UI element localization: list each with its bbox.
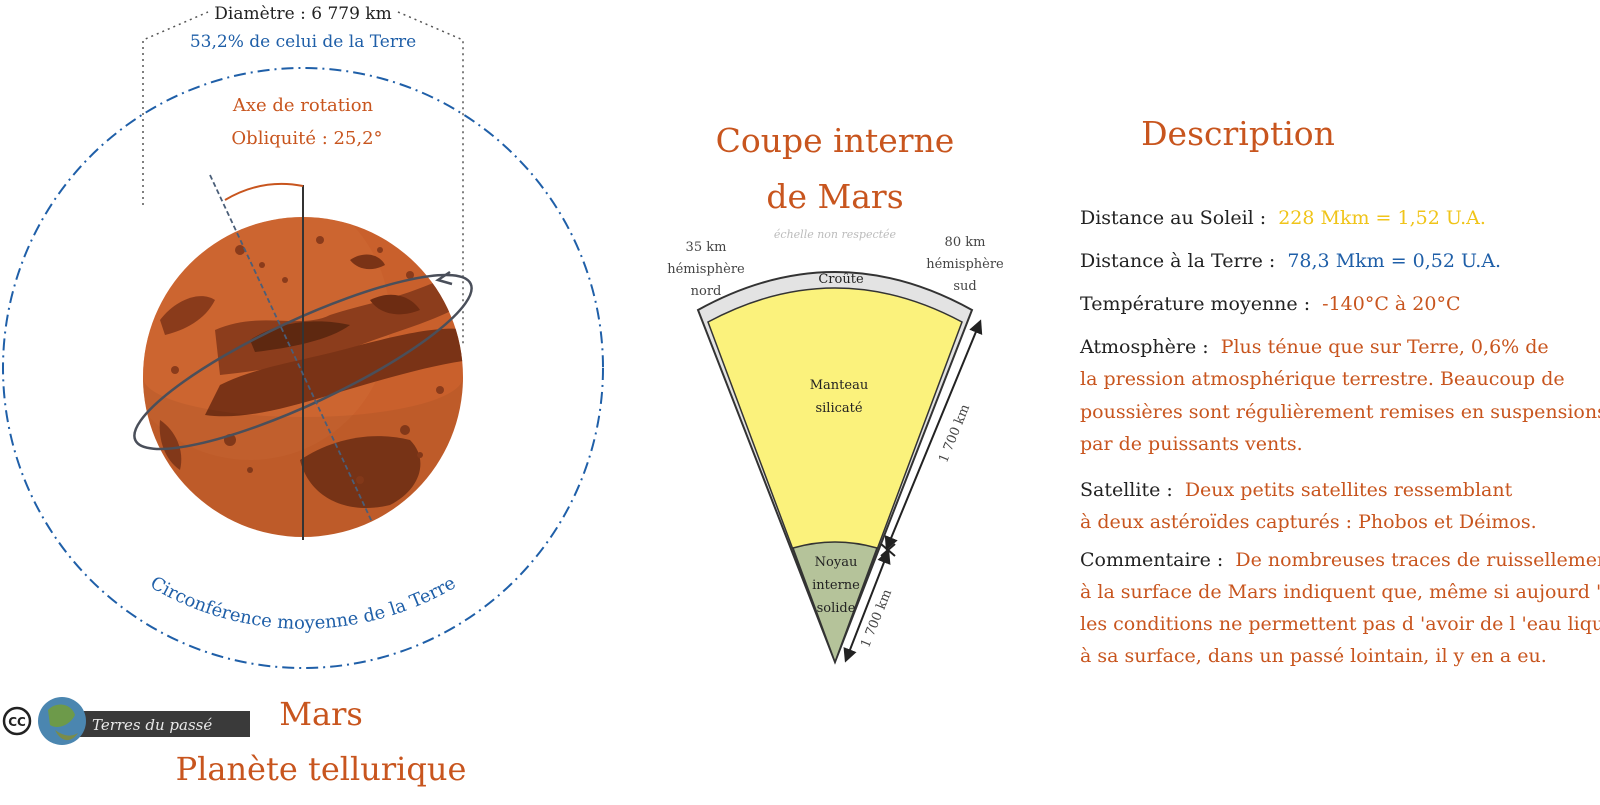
- earth-circumference-circle: [2, 67, 604, 669]
- comment-line2: à la surface de Mars indiquent que, même…: [1080, 581, 1600, 603]
- title-line2: Planète tellurique: [176, 750, 467, 788]
- south-name: sud: [953, 279, 976, 294]
- comment-line3: les conditions ne permettent pas d 'avoi…: [1080, 613, 1600, 635]
- distance-earth-row: Distance à la Terre : 78,3 Mkm = 0,52 U.…: [1080, 250, 1501, 272]
- distance-sun-row: Distance au Soleil : 228 Mkm = 1,52 U.A.: [1080, 207, 1486, 229]
- cc-label: CC: [8, 715, 26, 729]
- mantle-label-line2: silicaté: [815, 401, 862, 416]
- diameter-label: Diamètre : 6 779 km: [214, 4, 391, 24]
- south-hemi: hémisphère: [926, 257, 1004, 272]
- comment-row: Commentaire : De nombreuses traces de ru…: [1080, 549, 1600, 571]
- planet-diagram: Diamètre : 6 779 km 53,2% de celui de la…: [2, 4, 604, 669]
- core-dimension-arrow: [843, 549, 891, 663]
- core-label-line2: interne: [812, 578, 860, 593]
- core-dimension-label: 1 700 km: [858, 587, 895, 650]
- scale-note: échelle non respectée: [774, 228, 897, 241]
- atmosphere-line4: par de puissants vents.: [1080, 433, 1303, 455]
- diameter-ratio: 53,2% de celui de la Terre: [190, 32, 416, 52]
- atmosphere-row: Atmosphère : Plus ténue que sur Terre, 0…: [1079, 336, 1549, 358]
- north-name: nord: [691, 284, 722, 299]
- mars-globe: [143, 217, 463, 537]
- atmosphere-line2: la pression atmosphérique terrestre. Bea…: [1080, 368, 1565, 390]
- temperature-row: Température moyenne : -140°C à 20°C: [1080, 293, 1461, 315]
- mantle-dimension-label: 1 700 km: [936, 402, 973, 465]
- mantle-dimension-arrow: [884, 319, 983, 551]
- cc-icon: [2, 706, 32, 736]
- core-label-line1: Noyau: [815, 555, 858, 570]
- section-title-line2: de Mars: [766, 177, 903, 216]
- title-line1: Mars: [279, 695, 363, 733]
- north-hemi: hémisphère: [667, 262, 745, 277]
- satellite-line2: à deux astéroïdes capturés : Phobos et D…: [1080, 511, 1537, 533]
- diameter-bracket: [142, 11, 464, 345]
- logo-banner: [72, 711, 250, 737]
- axis-label: Axe de rotation: [232, 95, 374, 116]
- satellite-row: Satellite : Deux petits satellites resse…: [1080, 479, 1513, 501]
- obliquity-arc: [224, 182, 304, 201]
- north-depth: 35 km: [686, 240, 727, 255]
- comment-line4: à sa surface, dans un passé lointain, il…: [1080, 645, 1547, 667]
- mantle-label-line1: Manteau: [810, 378, 868, 393]
- section-title-line1: Coupe interne: [716, 121, 955, 160]
- logo: CC Terres du passé: [2, 697, 250, 745]
- description-panel: Description Distance au Soleil : 228 Mkm…: [1079, 114, 1600, 667]
- atmosphere-line3: poussières sont régulièrement remises en…: [1080, 401, 1600, 423]
- dimension-separator: [880, 543, 896, 557]
- description-title: Description: [1141, 114, 1335, 153]
- internal-section: Coupe interne de Mars échelle non respec…: [667, 121, 1004, 665]
- obliquity-label: Obliquité : 25,2°: [231, 128, 382, 149]
- earth-circumference-label: Circonférence moyenne de la Terre: [147, 573, 460, 634]
- crust-label: Croûte: [818, 272, 864, 287]
- south-depth: 80 km: [945, 235, 986, 250]
- core-label-line3: solide: [817, 601, 856, 616]
- logo-text: Terres du passé: [92, 716, 212, 734]
- rotation-ring: [133, 270, 473, 451]
